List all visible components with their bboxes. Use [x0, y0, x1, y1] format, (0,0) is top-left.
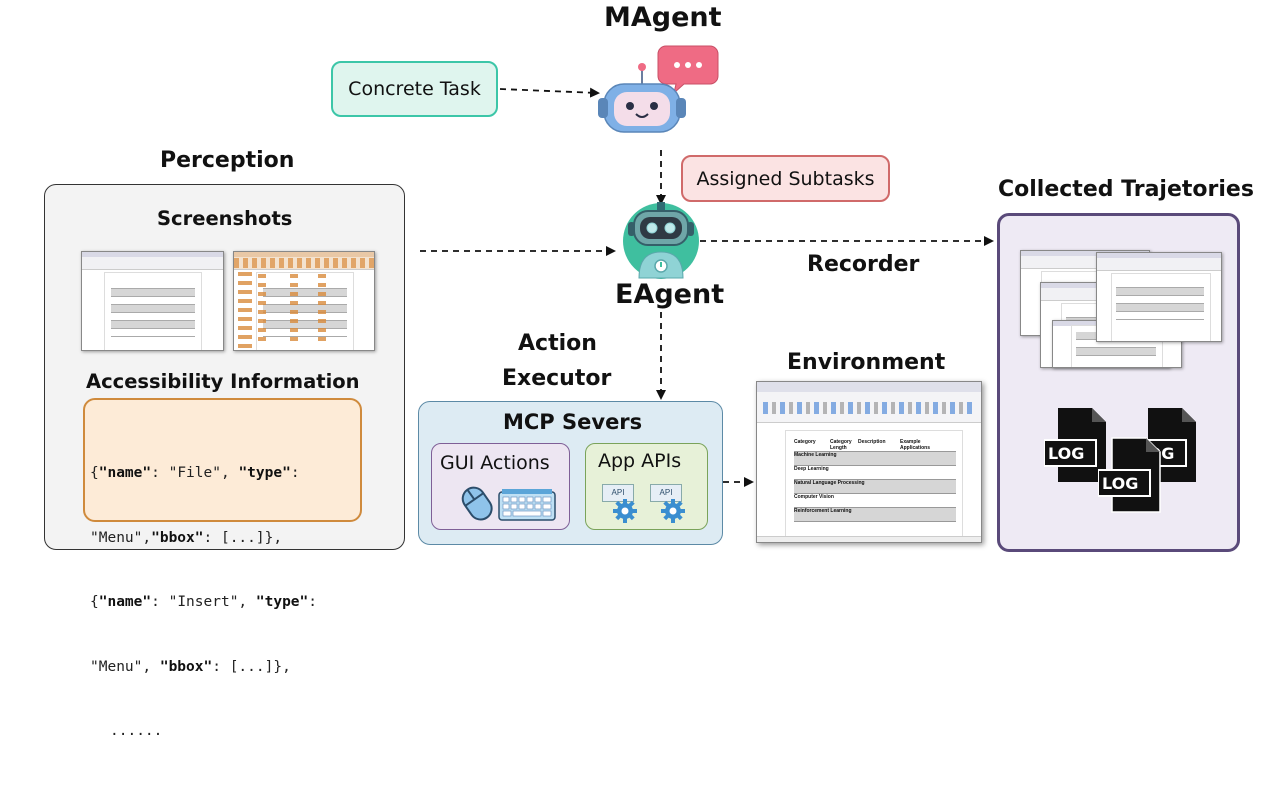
- api-gear-icon: API: [650, 484, 686, 524]
- action-executor-line1: Action: [518, 331, 597, 356]
- accessibility-code: {"name": "File", "type": "Menu","bbox": …: [90, 420, 317, 786]
- mcp-servers-panel: MCP Severs GUI Actions App APIs API: [418, 401, 723, 545]
- mouse-icon: [461, 486, 493, 521]
- assigned-subtasks-box: Assigned Subtasks: [681, 155, 890, 202]
- arrow-task-to-magent: [499, 87, 600, 98]
- table-row-label: Deep Learning: [794, 466, 829, 472]
- eagent-robot-icon: [623, 202, 699, 279]
- environment-ribbon: [757, 392, 981, 423]
- screenshots-label: Screenshots: [157, 207, 293, 230]
- action-executor-line2: Executor: [502, 366, 612, 391]
- log-label: LOG: [1048, 444, 1085, 463]
- eagent-title: EAgent: [615, 279, 725, 310]
- code-line: {"name": "Insert", "type":: [90, 594, 318, 610]
- environment-table: Category Category Length Description Exa…: [794, 439, 956, 522]
- table-row-label: Natural Language Processing: [794, 480, 865, 486]
- perception-title: Perception: [160, 148, 295, 173]
- recorder-label: Recorder: [807, 252, 920, 277]
- table-row-label: Computer Vision: [794, 494, 834, 500]
- perception-panel: Screenshots Accessibility: [44, 184, 405, 739]
- mcp-title: MCP Severs: [503, 410, 643, 434]
- code-line: {"name": "File", "type":: [90, 465, 300, 481]
- keyboard-icon: [498, 489, 556, 521]
- table-header: Example Applications: [900, 439, 931, 451]
- table-header-row: Category Category Length Description Exa…: [794, 439, 956, 452]
- environment-window: Category Category Length Description Exa…: [756, 381, 982, 543]
- environment-title: Environment: [787, 350, 946, 375]
- collected-panel: LOG LOG LOG: [997, 213, 1240, 552]
- app-apis-label: App APIs: [598, 450, 682, 472]
- gui-actions-box: GUI Actions: [431, 443, 570, 530]
- collected-title: Collected Trajetories: [998, 177, 1254, 202]
- code-line: "Menu", "bbox": [...]},: [90, 658, 291, 675]
- assigned-subtasks-label: Assigned Subtasks: [696, 167, 875, 190]
- code-ellipsis: ......: [110, 723, 163, 739]
- environment-statusbar: [757, 536, 981, 542]
- api-gear-icon: API: [602, 484, 638, 524]
- accessibility-code-box: {"name": "File", "type": "Menu","bbox": …: [83, 398, 362, 739]
- table-header: Category Length: [830, 439, 852, 451]
- table-row: Reinforcement Learning: [794, 508, 956, 522]
- magent-robot-icon: [598, 45, 719, 133]
- table-row: Machine Learning: [794, 452, 956, 466]
- log-file-icon: LOG: [1097, 436, 1162, 514]
- app-apis-box: App APIs API API: [585, 443, 708, 530]
- table-row-label: Reinforcement Learning: [794, 508, 852, 514]
- environment-document: Category Category Length Description Exa…: [785, 430, 963, 542]
- log-file-icon: LOG: [1043, 406, 1108, 484]
- table-row: Natural Language Processing: [794, 480, 956, 494]
- concrete-task-label: Concrete Task: [348, 78, 481, 100]
- magent-title: MAgent: [604, 2, 722, 33]
- accessibility-label: Accessibility Information: [86, 370, 360, 393]
- table-row: Computer Vision: [794, 494, 956, 508]
- log-label: LOG: [1102, 474, 1139, 493]
- annotated-screenshot-thumbnail: [233, 251, 375, 351]
- table-header: Category: [794, 439, 816, 445]
- gui-actions-label: GUI Actions: [440, 452, 550, 474]
- arrows-layer: [420, 87, 994, 487]
- environment-titlebar: [757, 382, 981, 392]
- table-row-label: Machine Learning: [794, 452, 837, 458]
- table-header: Description: [858, 439, 886, 445]
- concrete-task-box: Concrete Task: [331, 61, 498, 117]
- trajectory-screenshot: [1096, 252, 1222, 342]
- table-row: Deep Learning: [794, 466, 956, 480]
- code-line: "Menu","bbox": [...]},: [90, 529, 283, 546]
- screenshot-thumbnail: [81, 251, 224, 351]
